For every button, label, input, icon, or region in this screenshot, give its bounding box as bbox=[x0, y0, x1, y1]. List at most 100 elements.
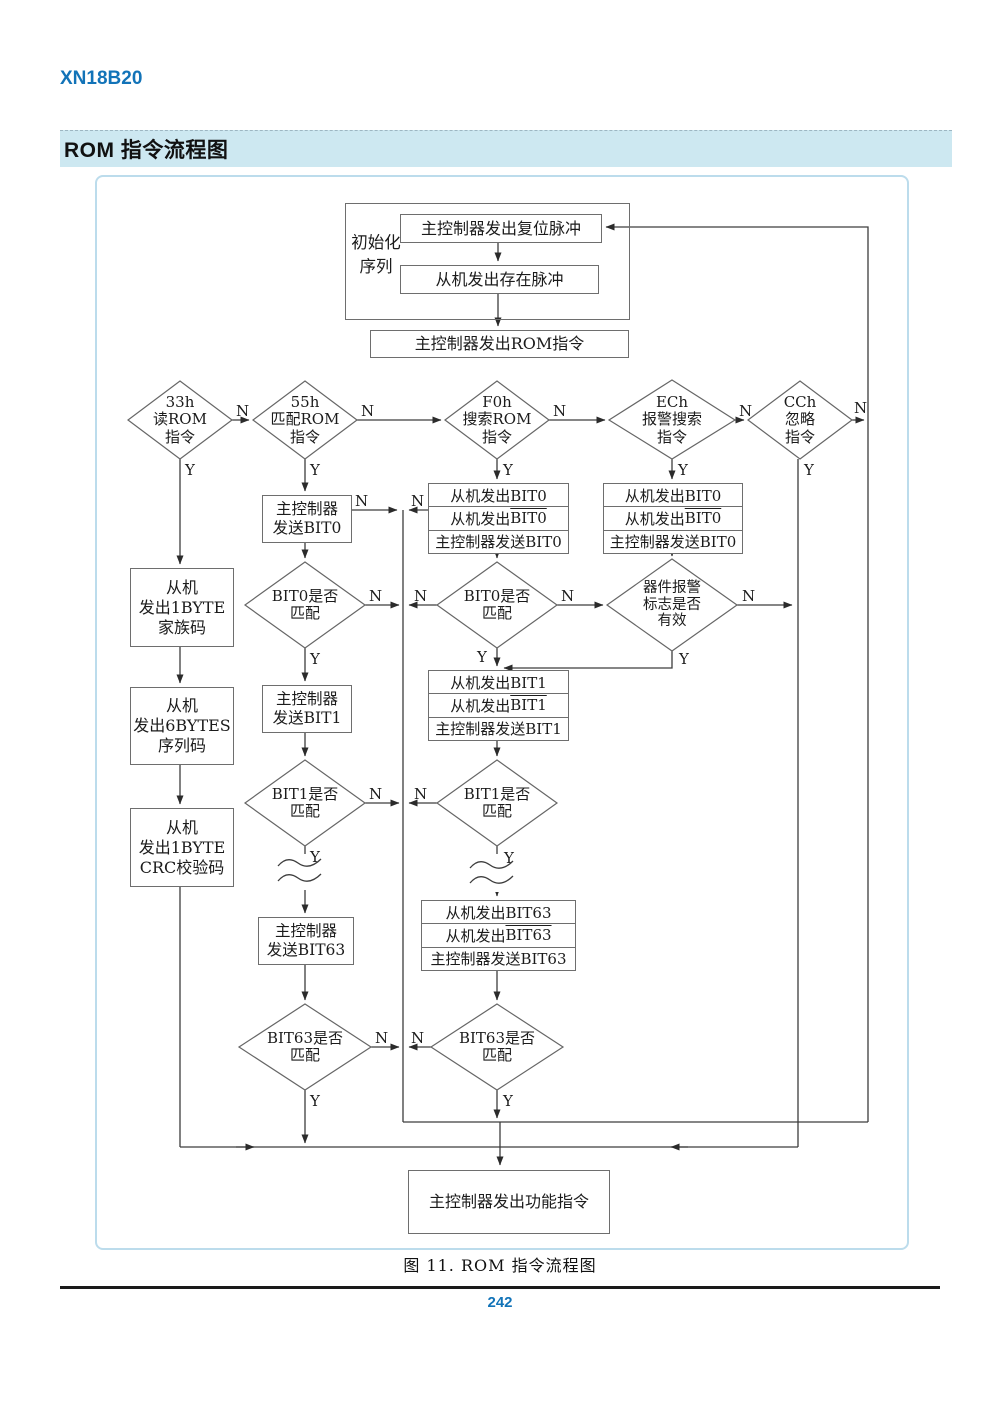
label-line: 指令 bbox=[656, 427, 687, 446]
branch-label-no: N bbox=[369, 587, 383, 605]
label-line: 发出1BYTE bbox=[138, 597, 226, 617]
branch-label-no: N bbox=[854, 399, 868, 417]
node-33h-read-rom-diamond: 33h 读ROM 指令 bbox=[134, 387, 226, 453]
label-line: 发出1BYTE bbox=[138, 837, 226, 857]
label-line: 匹配 bbox=[289, 1046, 320, 1064]
branch-label-no: N bbox=[361, 402, 375, 420]
label-line: BIT1是否 bbox=[271, 784, 339, 803]
node-family-code-box: 从机 发出1BYTE 家族码 bbox=[130, 568, 234, 647]
label-line: 指令 bbox=[289, 427, 320, 446]
node-55h-match-rom-diamond: 55h 匹配ROM 指令 bbox=[259, 387, 351, 453]
label-line: 主控制器发出ROM指令 bbox=[414, 334, 585, 353]
label-line: 匹配 bbox=[481, 802, 512, 820]
label-line: 55h bbox=[290, 392, 320, 411]
label-line: 主控制器发送BIT63 bbox=[430, 950, 567, 969]
label-line: BIT63是否 bbox=[266, 1028, 344, 1047]
label-line: 发送BIT1 bbox=[272, 709, 342, 727]
branch-label-no: N bbox=[414, 785, 428, 803]
node-master-send-bit0-box: 主控制器 发送BIT0 bbox=[262, 495, 352, 543]
label-line: 报警搜索 bbox=[641, 410, 702, 429]
branch-label-yes: Y bbox=[678, 461, 688, 479]
node-master-send-bit1-box: 主控制器 发送BIT1 bbox=[262, 685, 352, 733]
branch-label-yes: Y bbox=[503, 461, 513, 479]
document-title: XN18B20 bbox=[60, 68, 143, 89]
label-line: 主控制器发送BIT1 bbox=[435, 720, 562, 739]
stack-row: 从机发出BIT0 bbox=[604, 484, 742, 506]
branch-label-no: N bbox=[355, 492, 369, 510]
branch-label-no: N bbox=[411, 1029, 425, 1047]
label-line: 有效 bbox=[657, 613, 687, 630]
node-f0h-search-rom-diamond: F0h 搜索ROM 指令 bbox=[451, 387, 543, 453]
section-title: ROM 指令流程图 bbox=[64, 139, 229, 162]
label-line: 初始化 bbox=[351, 233, 401, 252]
label-line: 从机发出BIT63 bbox=[445, 903, 552, 922]
label-line: 主控制器发出功能指令 bbox=[428, 1192, 589, 1211]
stack-row: 从机发出BIT0 bbox=[429, 484, 568, 506]
label-line: 主控制器 bbox=[275, 689, 338, 708]
branch-label-yes: Y bbox=[503, 1092, 513, 1110]
branch-label-no: N bbox=[742, 587, 756, 605]
branch-label-yes: Y bbox=[504, 849, 514, 867]
stack-row: 主控制器发送BIT63 bbox=[422, 946, 575, 970]
node-bit1-match-diamond-55h: BIT1是否 匹配 bbox=[245, 772, 365, 834]
label-line: 从机发出BIT0 bbox=[450, 486, 547, 505]
label-line: 从机发出 bbox=[450, 696, 511, 715]
node-presence-pulse-box: 从机发出存在脉冲 bbox=[400, 265, 599, 294]
label-line: 从机发出BIT1 bbox=[450, 673, 547, 692]
label-line: 器件报警 bbox=[643, 579, 701, 596]
node-rom-command-box: 主控制器发出ROM指令 bbox=[370, 330, 629, 358]
branch-label-yes: Y bbox=[477, 648, 487, 666]
label-line: BIT0是否 bbox=[271, 586, 339, 605]
branch-label-yes: Y bbox=[679, 650, 689, 668]
stack-row: 主控制器发送BIT0 bbox=[429, 529, 568, 553]
node-serial-code-box: 从机 发出6BYTES 序列码 bbox=[130, 687, 234, 765]
node-bit63-match-diamond-f0h: BIT63是否 匹配 bbox=[431, 1016, 563, 1078]
stack-row: 从机发出BIT63 bbox=[422, 901, 575, 923]
label-line: 家族码 bbox=[157, 617, 206, 637]
label-line: F0h bbox=[482, 392, 512, 411]
label-line: 指令 bbox=[481, 427, 512, 446]
label-line: 指令 bbox=[164, 427, 195, 446]
label-line: BIT63是否 bbox=[458, 1028, 536, 1047]
node-ech-alarm-search-diamond: ECh 报警搜索 指令 bbox=[608, 387, 736, 453]
node-cch-skip-rom-diamond: CCh 忽略 指令 bbox=[754, 387, 846, 453]
label-line: 匹配 bbox=[481, 1046, 512, 1064]
label-line: 从机发出 bbox=[450, 509, 511, 528]
node-bit1-match-diamond-f0h: BIT1是否 匹配 bbox=[437, 772, 557, 834]
stack-row: 主控制器发送BIT0 bbox=[604, 529, 742, 553]
node-bit0-match-diamond-f0h: BIT0是否 匹配 bbox=[437, 574, 557, 636]
footer-rule bbox=[60, 1286, 940, 1289]
label-line: 序列码 bbox=[157, 736, 206, 755]
label-line: 忽略 bbox=[784, 410, 815, 429]
label-line: 标志是否 bbox=[643, 596, 701, 613]
branch-label-yes: Y bbox=[310, 1092, 320, 1110]
branch-label-yes: Y bbox=[310, 461, 320, 479]
label-line: 从机发出 bbox=[445, 926, 506, 945]
branch-label-yes: Y bbox=[310, 848, 320, 866]
branch-label-no: N bbox=[236, 402, 250, 420]
page-number: 242 bbox=[487, 1294, 513, 1311]
init-sequence-group bbox=[345, 203, 630, 320]
figure-caption: 图 11. ROM 指令流程图 bbox=[403, 1256, 597, 1275]
branch-label-no: N bbox=[411, 492, 425, 510]
branch-label-yes: Y bbox=[804, 461, 814, 479]
branch-label-no: N bbox=[553, 402, 567, 420]
branch-label-no: N bbox=[414, 587, 428, 605]
figure-frame bbox=[95, 175, 909, 1250]
label-line: CCh bbox=[783, 392, 817, 411]
node-alarm-flag-valid-diamond: 器件报警 标志是否 有效 bbox=[610, 567, 734, 643]
label-line: 主控制器发送BIT0 bbox=[609, 533, 737, 552]
label-line: 匹配 bbox=[481, 604, 512, 622]
label-line: 发出6BYTES bbox=[133, 716, 231, 735]
label-line: 主控制器发送BIT0 bbox=[435, 533, 562, 552]
node-bit0-match-diamond-55h: BIT0是否 匹配 bbox=[245, 574, 365, 636]
label-line: BIT1是否 bbox=[463, 784, 531, 803]
